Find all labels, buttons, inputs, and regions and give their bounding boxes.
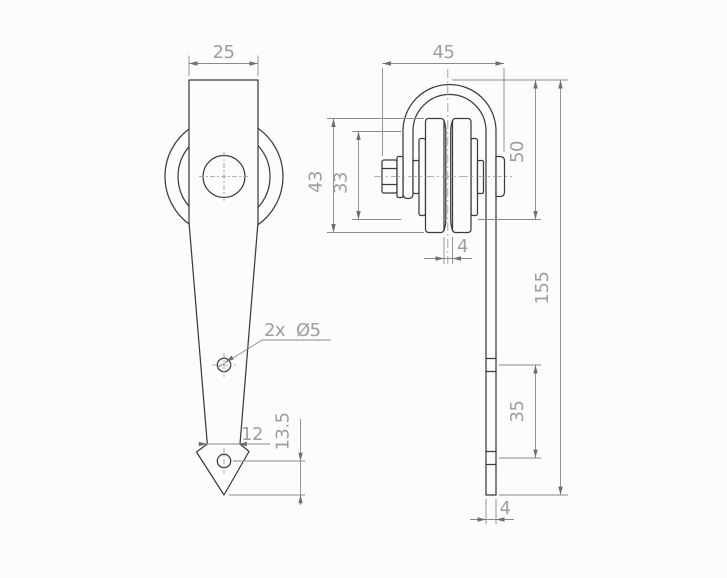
spacer-right	[476, 159, 485, 195]
dim-groove-width-value: 4	[457, 236, 468, 257]
hex-bolt-facet-lines	[381, 167, 398, 186]
spacer-left	[412, 159, 420, 195]
dim-bracket-height-value: 50	[507, 141, 528, 163]
dim-tip-height-value: 13.5	[273, 412, 294, 450]
front-strap-outline	[188, 79, 259, 496]
dim-tip-height: 13.5	[229, 412, 305, 505]
wheel-groove-left-wall	[443, 119, 447, 232]
front-view: 25 2x Ø5 12 13.5	[164, 42, 331, 505]
dim-groove-width: 4	[424, 236, 472, 264]
dim-top-width-value: 25	[213, 42, 235, 63]
dim-wheel-diameter: 43	[306, 118, 424, 233]
dim-top-width: 25	[188, 42, 259, 76]
dim-strap-length-value: 155	[532, 272, 553, 305]
wheel-hub-arc-left	[177, 146, 190, 207]
axle-bolt-assembly	[381, 137, 506, 217]
dim-bracket-height: 50	[452, 79, 568, 220]
wheel-flange-right	[451, 117, 472, 234]
dim-strap-thickness: 4	[470, 498, 514, 524]
pulley-wheel	[424, 117, 472, 234]
dim-hub-diameter-value: 33	[331, 172, 352, 194]
wheel-groove-right-wall	[450, 119, 454, 232]
dim-overall-width-value: 45	[433, 42, 455, 63]
dim-strap-length: 155	[499, 80, 568, 496]
dim-hole-spacing-value: 35	[507, 401, 528, 423]
side-strap-outline	[402, 83, 497, 496]
wheel-hub-arc-right	[257, 144, 271, 209]
dim-neck-width-value: 12	[241, 424, 263, 445]
washer-left	[396, 155, 404, 199]
hub-right	[470, 137, 479, 217]
wheel-outer-arc-right	[257, 127, 284, 226]
strap-hole-ticks	[485, 357, 497, 466]
dim-overall-width: 45	[382, 42, 505, 156]
holes-diameter-label: Ø5	[296, 320, 321, 341]
dim-hole-spacing: 35	[499, 364, 541, 459]
wheel-outer-arc-left	[164, 128, 190, 225]
holes-count-label: 2x	[264, 320, 286, 341]
holes-callout: 2x Ø5	[216, 320, 331, 369]
dim-wheel-diameter-value: 43	[306, 171, 327, 193]
wheel-arcs	[164, 127, 284, 226]
hub-left	[418, 137, 427, 217]
dim-strap-thickness-value: 4	[500, 498, 511, 519]
side-view: 45 43 33 50 4	[306, 42, 568, 524]
wheel-flange-left	[424, 117, 445, 234]
dim-neck-width: 12	[198, 424, 270, 447]
dim-hub-diameter: 33	[331, 131, 401, 220]
